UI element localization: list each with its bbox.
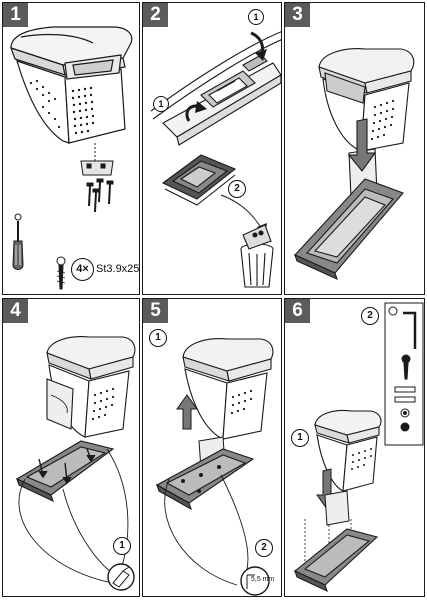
armrest-lid xyxy=(150,31,281,146)
stem xyxy=(324,490,350,526)
step-5-panel: 5 xyxy=(142,298,282,597)
dimension-label: 5,5 mm xyxy=(251,576,275,583)
perforation-pattern xyxy=(91,387,115,421)
callout-2: 2 xyxy=(255,539,273,557)
armrest-icon xyxy=(314,409,382,492)
step-2-panel: 2 xyxy=(142,2,282,295)
step-number-badge: 4 xyxy=(3,299,28,323)
parts-legend xyxy=(384,302,424,446)
step-number-badge: 6 xyxy=(285,299,310,323)
step-1-panel: 1 xyxy=(2,2,140,295)
screw-icon xyxy=(86,178,114,213)
step-number-badge: 5 xyxy=(143,299,168,323)
callout-1: 1 xyxy=(248,9,264,25)
callout-2-label: 2 xyxy=(261,542,267,553)
callout-1-label: 1 xyxy=(155,332,161,343)
callout-2: 2 xyxy=(361,307,379,325)
callout-1: 1 xyxy=(153,96,169,112)
step-3-panel: 3 xyxy=(284,2,425,295)
callout-1: 1 xyxy=(113,537,131,555)
step-4-panel: 4 xyxy=(2,298,140,597)
step-6-illustration xyxy=(293,302,424,593)
screw-icon xyxy=(401,354,411,380)
armrest-icon xyxy=(46,336,136,438)
perforation-pattern xyxy=(370,99,395,141)
callout-2-label: 2 xyxy=(367,310,373,321)
base-plate xyxy=(15,440,115,503)
base-plate xyxy=(155,448,255,511)
bracket xyxy=(80,143,114,176)
armrest-icon xyxy=(182,338,274,440)
step-2-illustration xyxy=(150,31,281,288)
screw-spec: St3.9x25 xyxy=(96,263,140,275)
arrow-icon xyxy=(220,194,264,232)
screw-count-circle: 4× xyxy=(71,258,94,281)
screwdriver-icon xyxy=(12,213,24,270)
arrow-icon xyxy=(38,448,96,485)
callout-1-label: 1 xyxy=(158,99,164,109)
callout-lines xyxy=(164,474,249,586)
armrest-icon xyxy=(318,48,415,152)
perforation-pattern xyxy=(29,79,95,135)
step-4-illustration xyxy=(15,336,136,591)
callout-1: 1 xyxy=(291,429,309,447)
callout-2-label: 2 xyxy=(234,183,240,194)
step-number-badge: 3 xyxy=(285,3,310,27)
callout-1-label: 1 xyxy=(119,540,125,551)
step-number-badge: 1 xyxy=(3,3,28,27)
hex-key-icon xyxy=(403,311,417,349)
step-1-illustration xyxy=(10,26,133,290)
arrow-icon xyxy=(347,118,377,172)
drill-icon xyxy=(240,566,270,596)
callout-lines xyxy=(18,448,129,584)
screw-icon xyxy=(56,256,66,290)
step-6-panel: 6 xyxy=(284,298,425,597)
callout-2: 2 xyxy=(228,180,246,198)
arrow-icon xyxy=(176,394,198,430)
callout-1-label: 1 xyxy=(297,432,303,443)
perforation-pattern xyxy=(351,448,372,470)
arrow-icon xyxy=(185,31,267,122)
screw-count: 4× xyxy=(76,263,89,275)
step-5-illustration xyxy=(155,338,274,596)
drill-icon xyxy=(107,563,135,591)
callout-1-label: 1 xyxy=(253,12,259,22)
cup-holder-icon xyxy=(161,154,237,206)
callout-1: 1 xyxy=(149,329,167,347)
perforation-pattern xyxy=(230,389,253,415)
armrest-icon xyxy=(10,26,133,144)
base-plate xyxy=(294,178,404,281)
base-plate xyxy=(293,528,379,593)
step-3-illustration xyxy=(294,48,415,281)
step-number-badge: 2 xyxy=(143,3,168,27)
bin-icon xyxy=(240,224,274,288)
